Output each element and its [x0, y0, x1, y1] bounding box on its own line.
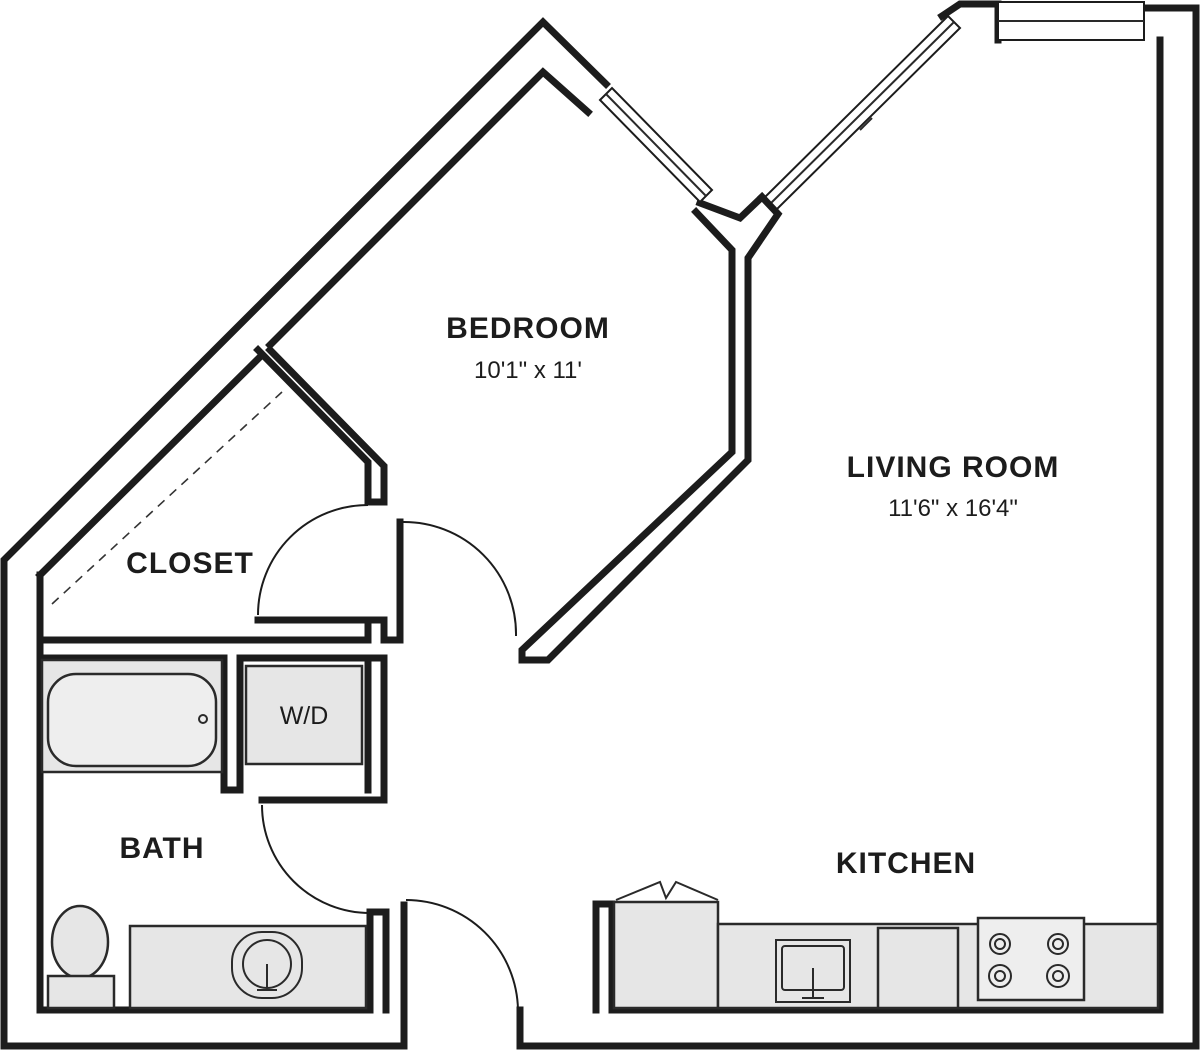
washer-dryer-label: W/D [280, 702, 329, 730]
bath-label: BATH [119, 832, 204, 865]
tub-drain-icon [198, 714, 208, 724]
doors [257, 504, 519, 1011]
kitchen-fixtures [612, 880, 1160, 1010]
bath-fixtures [40, 658, 368, 1010]
refrigerator [612, 900, 720, 1010]
washer-dryer-unit [244, 664, 364, 766]
burner-icon [988, 964, 1012, 988]
bathtub-basin [46, 672, 218, 768]
washer-dryer: W/D [244, 664, 364, 766]
closet-label: CLOSET [126, 547, 254, 580]
toilet-bowl [50, 904, 110, 980]
bedroom-dimensions: 10'1" x 11' [474, 357, 582, 384]
bath-door-swing [261, 804, 371, 914]
burner-icon [1047, 933, 1069, 955]
bath-sink [231, 931, 303, 999]
interior-walls [36, 192, 783, 1014]
range-stove [976, 916, 1086, 1002]
fridge-door-swing [615, 880, 719, 901]
windows [598, 1, 1145, 214]
bedroom-door-swing [401, 520, 518, 637]
bedroom-label: BEDROOM [446, 312, 610, 345]
toilet-tank [46, 974, 116, 1010]
living-room-dimensions: 11'6" x 16'4" [888, 495, 1018, 522]
living-room-label: LIVING ROOM [847, 451, 1060, 484]
closet-door-swing [257, 504, 369, 616]
kitchen-sink [775, 939, 851, 1003]
burner-icon [1046, 964, 1070, 988]
kitchen-label: KITCHEN [836, 847, 976, 880]
closet-shelf-line [51, 391, 283, 605]
entry-door-swing [405, 899, 519, 1011]
room-labels: BEDROOM 10'1" x 11' LIVING ROOM 11'6" x … [119, 312, 1060, 880]
burner-icon [989, 933, 1011, 955]
dishwasher [876, 926, 960, 1010]
